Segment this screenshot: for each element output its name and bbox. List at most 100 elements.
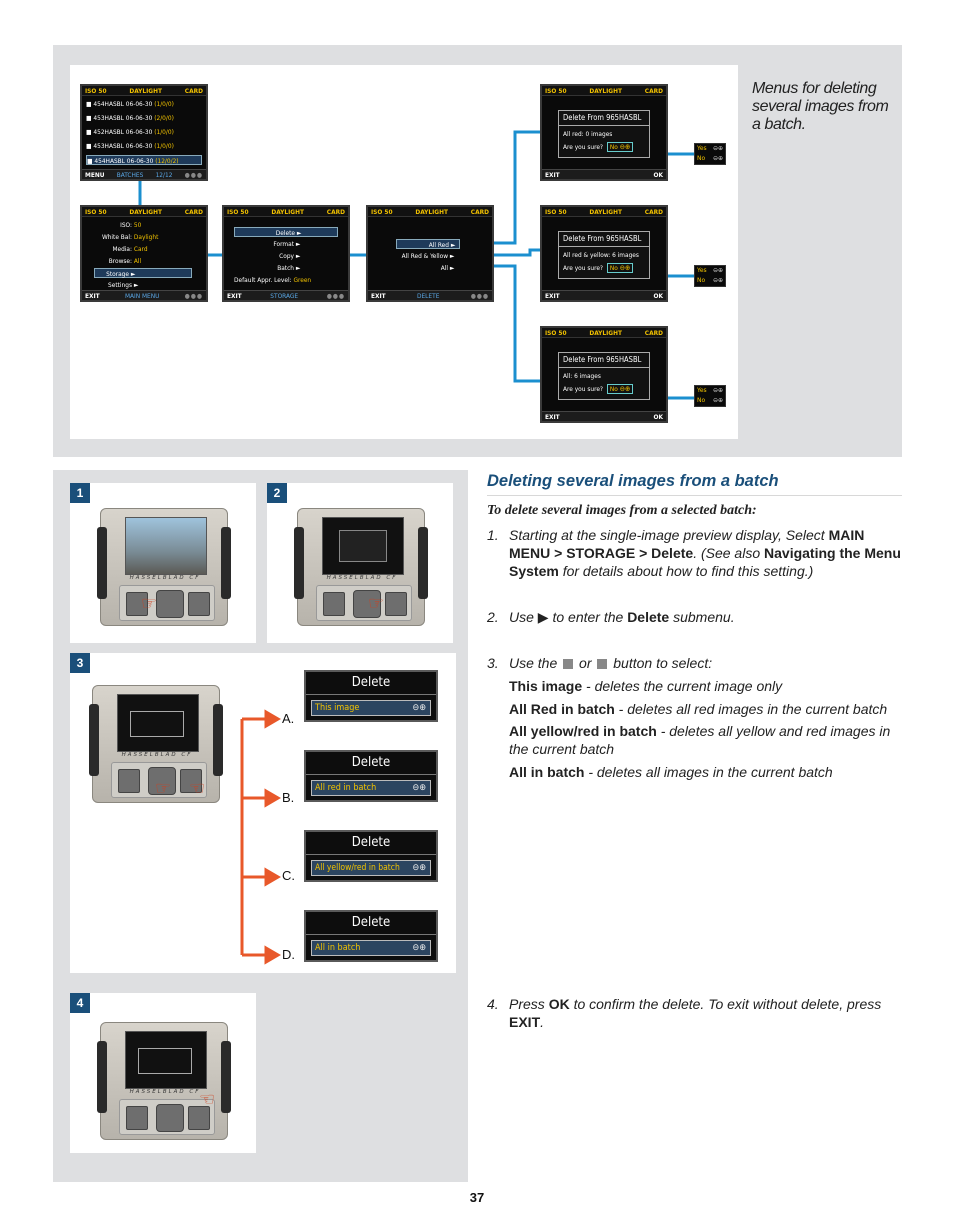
step2-num: 2. (487, 609, 499, 625)
step4-num: 4. (487, 996, 499, 1012)
option-this-image: This image (509, 678, 583, 694)
batch-count: (1/0/0) (154, 128, 174, 136)
minus-plus-icon: ⊖⊕ (412, 783, 426, 793)
media-label: CARD (470, 207, 489, 216)
camera-screen (322, 517, 404, 575)
camera-back: HASSELBLAD CF ☞ (294, 508, 428, 626)
ok-label: OK (653, 412, 663, 421)
section-subheading: To delete several images from a selected… (487, 503, 757, 518)
step2-text: 2. Use ▶ to enter the Delete submenu. (487, 608, 902, 626)
page-number: 37 (469, 1190, 485, 1205)
wb-label: DAYLIGHT (129, 86, 162, 95)
delete-title: Delete (351, 835, 391, 850)
confirm-dialog: Delete From 965HASBL All red & yellow: 6… (558, 231, 650, 279)
camera-screen (117, 694, 199, 752)
play-arrow-icon: ▶ (537, 609, 549, 625)
batch-row-selected: 454HASBL 06-06-30 (94, 157, 154, 165)
option-label-c: C. (282, 868, 295, 883)
delete-option: All red in batch (315, 783, 377, 793)
option-all-yellow-red: All yellow/red in batch (509, 723, 657, 739)
step1-delete: Delete (651, 545, 694, 561)
folder-icon: ■ (86, 114, 92, 122)
no-option: No ⊖⊕ (606, 384, 634, 394)
media-label: CARD (644, 86, 663, 95)
folder-icon: ■ (86, 100, 92, 108)
ok-label: OK (653, 291, 663, 300)
menu-item-delete: Delete (275, 229, 295, 237)
iso-label: ISO 50 (227, 207, 249, 216)
dialog-title: Delete From 965HASBL (559, 353, 649, 368)
menu-item-all-red: All Red (428, 241, 449, 249)
wb-label: DAYLIGHT (415, 207, 448, 216)
option-desc: - deletes all images in the current batc… (584, 764, 833, 780)
step3-a: Use the (509, 655, 562, 671)
step4-ok: OK (548, 996, 570, 1012)
minus-plus-icon: ⊖⊕ (619, 264, 631, 272)
batch-page: 12/12 (155, 170, 173, 179)
confirm-dialog: Delete From 965HASBL All: 6 images Are y… (558, 352, 650, 400)
dialog-count: All red: 0 images (563, 130, 613, 138)
step4-number: 4 (70, 993, 90, 1013)
main-menu-caption: MAIN MENU (124, 291, 160, 300)
minus-button-icon (597, 659, 608, 669)
no-label: No (697, 397, 706, 404)
batch-row: 452HASBL 06-06-30 (93, 128, 153, 136)
step2-b: to enter the (548, 609, 628, 625)
dialog-title: Delete From 965HASBL (559, 111, 649, 126)
yes-label: Yes (697, 145, 707, 152)
dialog-question: Are you sure? (563, 143, 604, 151)
camera-back: HASSELBLAD CF ☜ (97, 1022, 231, 1140)
no-option-label: No (609, 143, 618, 151)
batch-row: 454HASBL 06-06-30 (93, 100, 153, 108)
batch-row: 453HASBL 06-06-30 (93, 142, 153, 150)
arrow-right-icon: ► (295, 252, 301, 260)
step1-main-menu: MAIN MENU (509, 527, 865, 561)
step2-number: 2 (267, 483, 287, 503)
menu-value-browse: All (133, 257, 142, 265)
step1-number: 1 (70, 483, 90, 503)
no-label: No (697, 155, 706, 162)
step1-g: . (See also (693, 545, 765, 561)
dialog-question: Are you sure? (563, 385, 604, 393)
dialog-count: All: 6 images (563, 372, 601, 380)
delete-option: All yellow/red in batch (315, 863, 400, 873)
delete-sample-c: Delete All yellow/red in batch⊖⊕ (304, 830, 438, 882)
arrow-right-icon: ► (296, 229, 302, 237)
step2-a: Use (509, 609, 538, 625)
menu-item-storage: Storage (106, 270, 129, 278)
step1-text: 1. Starting at the single-image preview … (487, 526, 902, 580)
delete-option: This image (315, 703, 360, 713)
camera-brand: HASSELBLAD CF (129, 1089, 201, 1095)
status-dots-icon: ●●● (470, 291, 489, 300)
minus-plus-icon: ⊖⊕ (619, 143, 631, 151)
arrow-right-icon: ► (450, 241, 456, 249)
exit-label: EXIT (371, 291, 386, 300)
exit-label: EXIT (227, 291, 242, 300)
step4-exit: EXIT (509, 1014, 541, 1030)
step2-d: submenu. (669, 609, 735, 625)
step1-i: for details about how to find this setti… (558, 563, 814, 579)
storage-caption: STORAGE (270, 291, 299, 300)
menu-label-browse: Browse: (108, 257, 132, 265)
batch-count: (1/0/0) (154, 100, 174, 108)
menu-item-all-red-yellow: All Red & Yellow (401, 252, 448, 260)
yes-label: Yes (697, 387, 707, 394)
camera-back: HASSELBLAD CF ☞ ☜ (89, 685, 223, 803)
menu-value-wb: Daylight (133, 233, 159, 241)
option-all: All in batch (509, 764, 585, 780)
camera-screen (125, 517, 207, 575)
no-option: No ⊖⊕ (606, 142, 634, 152)
iso-label: ISO 50 (545, 86, 567, 95)
wb-label: DAYLIGHT (271, 207, 304, 216)
menu-value-iso: 50 (133, 221, 142, 229)
batches-caption: BATCHES (116, 170, 144, 179)
media-label: CARD (326, 207, 345, 216)
dialog-question: Are you sure? (563, 264, 604, 272)
delete-sample-d: Delete All in batch⊖⊕ (304, 910, 438, 962)
no-label: No (697, 277, 706, 284)
